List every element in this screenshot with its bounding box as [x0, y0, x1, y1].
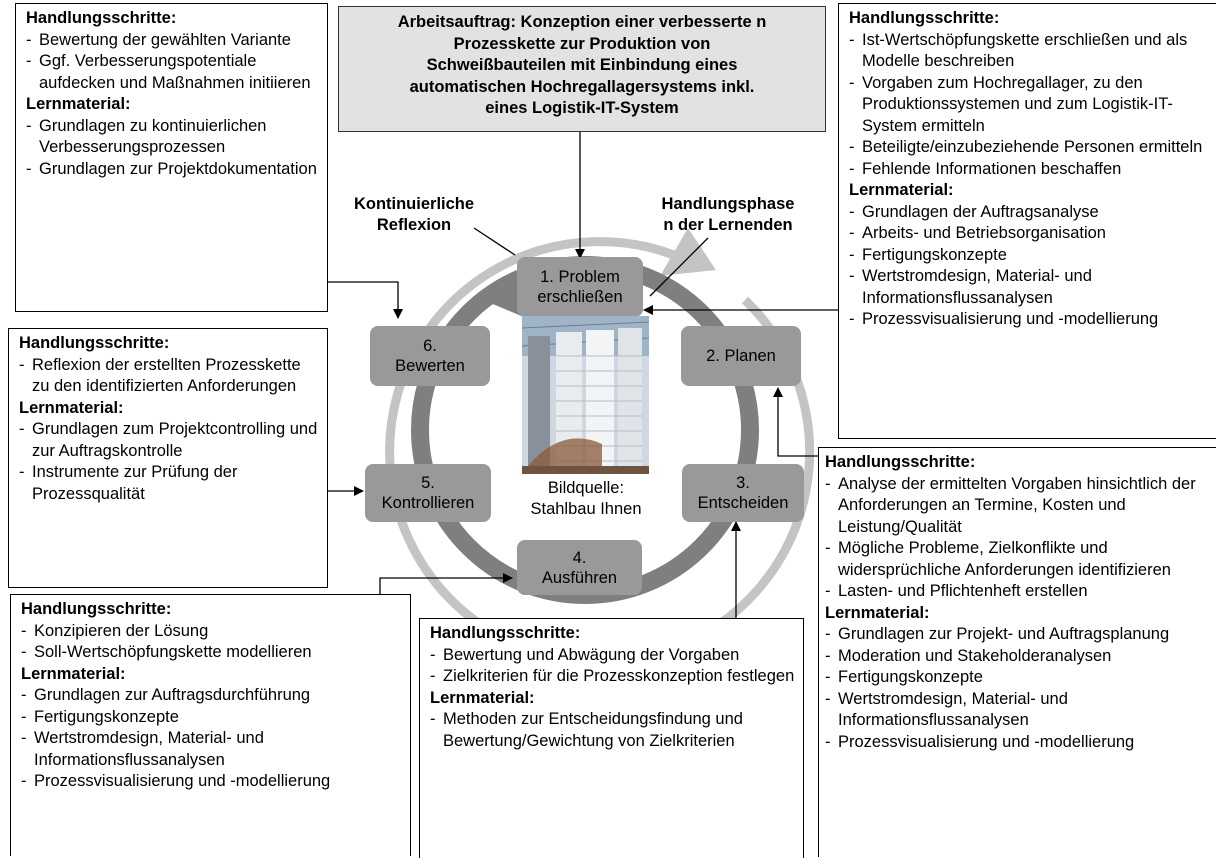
task-line: eines Logistik-IT-System	[485, 99, 679, 117]
box-heading: Lernmaterial:	[19, 398, 124, 417]
reflexion-pointer	[473, 227, 516, 256]
warehouse-photo	[522, 316, 649, 474]
task-line: Prozesskette zur Produktion von	[453, 34, 711, 53]
box-top-left: Handlungsschritte: Bewertung der gewählt…	[15, 3, 328, 312]
list-item: Grundlagen zu kontinuierlichen Verbesser…	[26, 116, 319, 159]
box-heading: Handlungsschritte:	[825, 453, 976, 471]
task-line: Schweißbauteilen mit Einbindung eines	[426, 56, 738, 74]
list-item: Analyse der ermittelten Vorgaben hinsich…	[825, 474, 1208, 539]
list-item: Zielkriterien für die Prozesskonzeption …	[430, 666, 795, 688]
list-item: Prozessvisualisierung und -modellierung	[849, 309, 1208, 331]
list-item: Fertigungskonzepte	[849, 245, 1208, 267]
task-line: Arbeitsauftrag: Konzeption einer verbess…	[397, 13, 767, 31]
phase-ausfuehren: 4.Ausführen	[517, 540, 642, 595]
list-item: Grundlagen zur Projektdokumentation	[26, 159, 319, 181]
box-heading: Handlungsschritte:	[21, 600, 172, 618]
list-item: Soll-Wertschöpfungskette modellieren	[21, 642, 402, 664]
handlungsphasen-label: Handlungsphase n der Lernenden	[661, 195, 795, 234]
list-item: Moderation und Stakeholderanalysen	[825, 646, 1208, 668]
list-item: Mögliche Probleme, Zielkonflikte und wid…	[825, 538, 1208, 581]
work-order-box: Arbeitsauftrag: Konzeption einer verbess…	[338, 6, 826, 132]
list-item: Instrumente zur Prüfung der Prozessquali…	[19, 462, 319, 505]
list-item: Grundlagen zum Projektcontrolling und zu…	[19, 419, 319, 462]
box-top-right: Handlungsschritte: Ist-Wertschöpfungsket…	[838, 3, 1216, 439]
box-heading: Handlungsschritte:	[19, 334, 170, 352]
list-item: Grundlagen der Auftragsanalyse	[849, 202, 1208, 224]
box-mid-left: Handlungsschritte: Reflexion der erstell…	[8, 328, 328, 588]
box-heading: Lernmaterial:	[430, 688, 535, 707]
phase-kontrollieren: 5.Kontrollieren	[365, 464, 491, 522]
list-item: Reflexion der erstellten Prozesskette zu…	[19, 355, 319, 398]
task-line: automatischen Hochregallagersystems inkl…	[409, 77, 755, 96]
box-heading: Lernmaterial:	[825, 603, 930, 622]
list-item: Fehlende Informationen beschaffen	[849, 159, 1208, 181]
list-item: Prozessvisualisierung und -modellierung	[825, 732, 1208, 754]
list-item: Ist-Wertschöpfungskette erschließen und …	[849, 30, 1208, 73]
handlungsphasen-pointer	[649, 237, 709, 297]
list-item: Wertstromdesign, Material- und Informati…	[825, 689, 1208, 732]
phase-bewerten: 6.Bewerten	[370, 326, 490, 386]
bottomleft-to-ausfuehren-arrow	[379, 573, 513, 594]
box-heading: Handlungsschritte:	[849, 9, 1000, 27]
list-item: Fertigungskonzepte	[825, 667, 1208, 689]
list-item: Lasten- und Pflichtenheft erstellen	[825, 581, 1208, 603]
list-item: Grundlagen zur Projekt- und Auftragsplan…	[825, 624, 1208, 646]
list-item: Bewertung und Abwägung der Vorgaben	[430, 645, 795, 667]
list-item: Bewertung der gewählten Variante	[26, 30, 319, 52]
photo-caption: Bildquelle: Stahlbau Ihnen	[530, 479, 642, 518]
reflexion-label: Kontinuierliche Reflexion	[353, 195, 475, 234]
list-item: Arbeits- und Betriebsorganisation	[849, 223, 1208, 245]
box-heading: Lernmaterial:	[21, 664, 126, 683]
list-item: Konzipieren der Lösung	[21, 621, 402, 643]
list-item: Beteiligte/einzubeziehende Personen ermi…	[849, 137, 1208, 159]
outer-ring-arrowhead	[660, 228, 716, 276]
box-heading: Lernmaterial:	[26, 95, 131, 113]
list-item: Wertstromdesign, Material- und Informati…	[849, 266, 1208, 309]
list-item: Ggf. Verbesserungspotentiale aufdecken u…	[26, 51, 319, 94]
topleft-to-bewerten-arrow	[328, 281, 403, 319]
phase-entscheiden: 3.Entscheiden	[682, 464, 804, 522]
bottomright-to-planen-arrow	[773, 387, 818, 457]
box-heading: Handlungsschritte:	[26, 9, 177, 27]
box-bottom-left: Handlungsschritte: Konzipieren der Lösun…	[10, 594, 411, 856]
phase-planen: 2. Planen	[681, 326, 801, 386]
box-heading: Handlungsschritte:	[430, 624, 581, 642]
box-bottom-mid: Handlungsschritte: Bewertung und Abwägun…	[419, 618, 804, 858]
list-item: Vorgaben zum Hochregallager, zu den Prod…	[849, 73, 1208, 138]
list-item: Grundlagen zur Auftragsdurchführung	[21, 685, 402, 707]
list-item: Wertstromdesign, Material- und Informati…	[21, 728, 402, 771]
list-item: Prozessvisualisierung und -modellierung	[21, 771, 402, 793]
box-bottom-right: Handlungsschritte: Analyse der ermittelt…	[818, 447, 1216, 857]
box-heading: Lernmaterial:	[849, 181, 954, 199]
list-item: Methoden zur Entscheidungsfindung und Be…	[430, 709, 795, 752]
list-item: Fertigungskonzepte	[21, 707, 402, 729]
